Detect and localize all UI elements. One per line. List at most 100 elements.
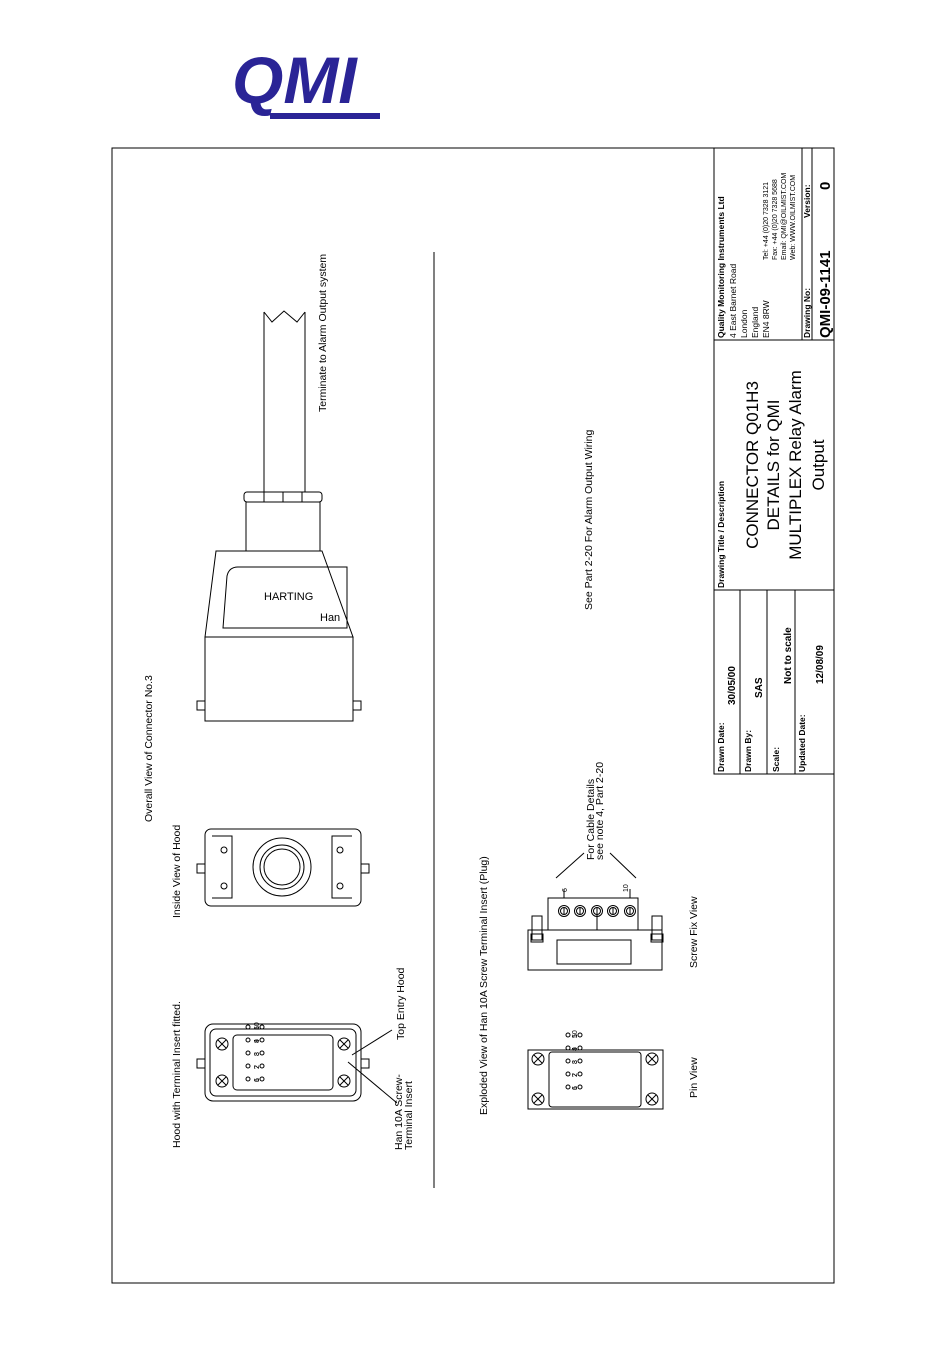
pinview-pin <box>565 1071 571 1077</box>
top-entry-hood-label: Top Entry Hood <box>395 967 407 1040</box>
pinview-pin-number: 10 <box>572 1030 579 1038</box>
hood-pin-number: 6 <box>254 1078 261 1082</box>
pin-view <box>527 1049 664 1110</box>
screwfix-number-6: 6 <box>562 888 569 892</box>
overall-connector-view <box>196 310 362 722</box>
logo-underline <box>270 113 380 119</box>
see-part-label: See Part 2-20 For Alarm Output Wiring <box>583 430 595 610</box>
pinview-pin <box>565 1058 571 1064</box>
screw-terminal <box>591 905 603 917</box>
hood-pin-number: 1 <box>254 1078 261 1082</box>
hood-pin <box>245 1050 251 1056</box>
pin-view-grid: 1 2 3 4 5 6 7 8 9 10 <box>565 1030 583 1090</box>
drawn-date-label: Drawn Date: <box>716 722 726 772</box>
hood-pin <box>259 1050 265 1056</box>
hood-pin <box>245 1063 251 1069</box>
terminate-label: Terminate to Alarm Output system <box>317 254 329 412</box>
pinview-pin <box>577 1084 583 1090</box>
pinview-pin <box>565 1032 571 1038</box>
pinview-pin-number: 2 <box>572 1073 579 1077</box>
drawing-no-value: QMI-09-1141 <box>817 250 834 338</box>
address-line-4: EN4 8RW <box>761 300 771 338</box>
version-label: Version: <box>802 184 812 218</box>
exploded-view-label: Exploded View of Han 10A Screw Terminal … <box>478 856 490 1115</box>
screw-terminal <box>574 905 586 917</box>
screw-terminal <box>624 905 636 917</box>
version-value: 0 <box>817 182 834 190</box>
pinview-pin <box>577 1071 583 1077</box>
hood-pin <box>259 1024 265 1030</box>
cable-gland <box>245 501 321 552</box>
scale-value: Not to scale <box>783 627 794 684</box>
hood-pin-number: 10 <box>254 1022 261 1030</box>
overall-view-label: Overall View of Connector No.3 <box>143 675 155 822</box>
pinview-pin-number: 5 <box>572 1034 579 1038</box>
drawn-date-value: 30/05/00 <box>727 666 738 705</box>
han-screw-label-2: Terminal Insert <box>403 1081 415 1150</box>
hood-pin-number: 2 <box>254 1065 261 1069</box>
harting-label: HARTING <box>264 591 313 603</box>
hood-base <box>204 636 354 722</box>
screwfix-number-10: 10 <box>623 884 630 892</box>
pinview-pin <box>565 1084 571 1090</box>
pinview-pin-number: 4 <box>572 1047 579 1051</box>
hood-pin <box>245 1024 251 1030</box>
pinview-pin-number: 6 <box>572 1086 579 1090</box>
hood-pin <box>245 1076 251 1082</box>
inside-hood-view <box>196 828 370 907</box>
cable-details-label-2: see note 4, Part 2-20 <box>594 762 606 860</box>
cable-cut-end <box>263 310 306 323</box>
screw-terminals <box>558 905 636 917</box>
contact-web: Web: WWW.OILMIST.COM <box>790 175 797 260</box>
screw-terminal <box>558 905 570 917</box>
updated-date-label: Updated Date: <box>797 714 807 772</box>
qmi-logo: QMI <box>232 43 380 119</box>
title-description-label: Drawing Title / Description <box>716 481 726 588</box>
cable-details-label-1: For Cable Details <box>585 779 597 860</box>
screw-fix-view <box>527 852 664 971</box>
screw-fix-view-label: Screw Fix View <box>688 896 700 968</box>
han-screw-label-1: Han 10A Screw- <box>393 1074 405 1150</box>
pinview-pin <box>577 1045 583 1051</box>
han-label: Han <box>320 612 340 624</box>
hood-with-insert-label: Hood with Terminal Insert fitted. <box>171 1001 183 1148</box>
drawn-by-label: Drawn By: <box>743 730 753 772</box>
drawn-by-value: SAS <box>754 677 765 698</box>
hood-pin-number: 8 <box>254 1052 261 1056</box>
title-line-4: Output <box>809 439 828 490</box>
drawing-no-label: Drawing No: <box>802 288 812 338</box>
pinview-pin <box>565 1045 571 1051</box>
pinview-pin-number: 3 <box>572 1060 579 1064</box>
inside-hood-label: Inside View of Hood <box>171 825 183 918</box>
company-name: Quality Monitoring Instruments Ltd <box>716 196 726 338</box>
hood-pin <box>259 1037 265 1043</box>
contact-fax: Fax: +44 (0)20 7328 5688 <box>772 179 779 260</box>
hood-pin-number: 4 <box>254 1039 261 1043</box>
hood-pin <box>259 1063 265 1069</box>
screw-terminal <box>607 905 619 917</box>
pinview-pin-number: 8 <box>572 1060 579 1064</box>
pinview-pin <box>577 1058 583 1064</box>
pinview-pin-number: 7 <box>572 1073 579 1077</box>
pinview-pin <box>577 1032 583 1038</box>
hood-latch-left <box>196 700 206 711</box>
updated-date-value: 12/08/09 <box>815 645 826 684</box>
hood-body <box>204 550 354 638</box>
address-line-1: 4 East Barnet Road <box>728 264 738 338</box>
pinview-pin-number: 1 <box>572 1086 579 1090</box>
contact-email: Email: QMI@OILMIST.COM <box>781 173 788 260</box>
hood-pin <box>259 1076 265 1082</box>
hood-with-insert-view <box>196 1023 398 1104</box>
title-line-2: DETAILS for QMI <box>764 400 783 531</box>
pinview-pin-number: 9 <box>572 1047 579 1051</box>
title-block <box>713 147 835 775</box>
hood-pin <box>245 1037 251 1043</box>
logo-text: QMI <box>232 43 358 117</box>
title-line-1: CONNECTOR Q01H3 <box>743 381 762 549</box>
hood-latch-right <box>352 700 362 711</box>
contact-tel: Tel: +44 (0)20 7328 3121 <box>763 182 770 260</box>
scale-label: Scale: <box>771 747 781 772</box>
hood-pin-number: 9 <box>254 1039 261 1043</box>
